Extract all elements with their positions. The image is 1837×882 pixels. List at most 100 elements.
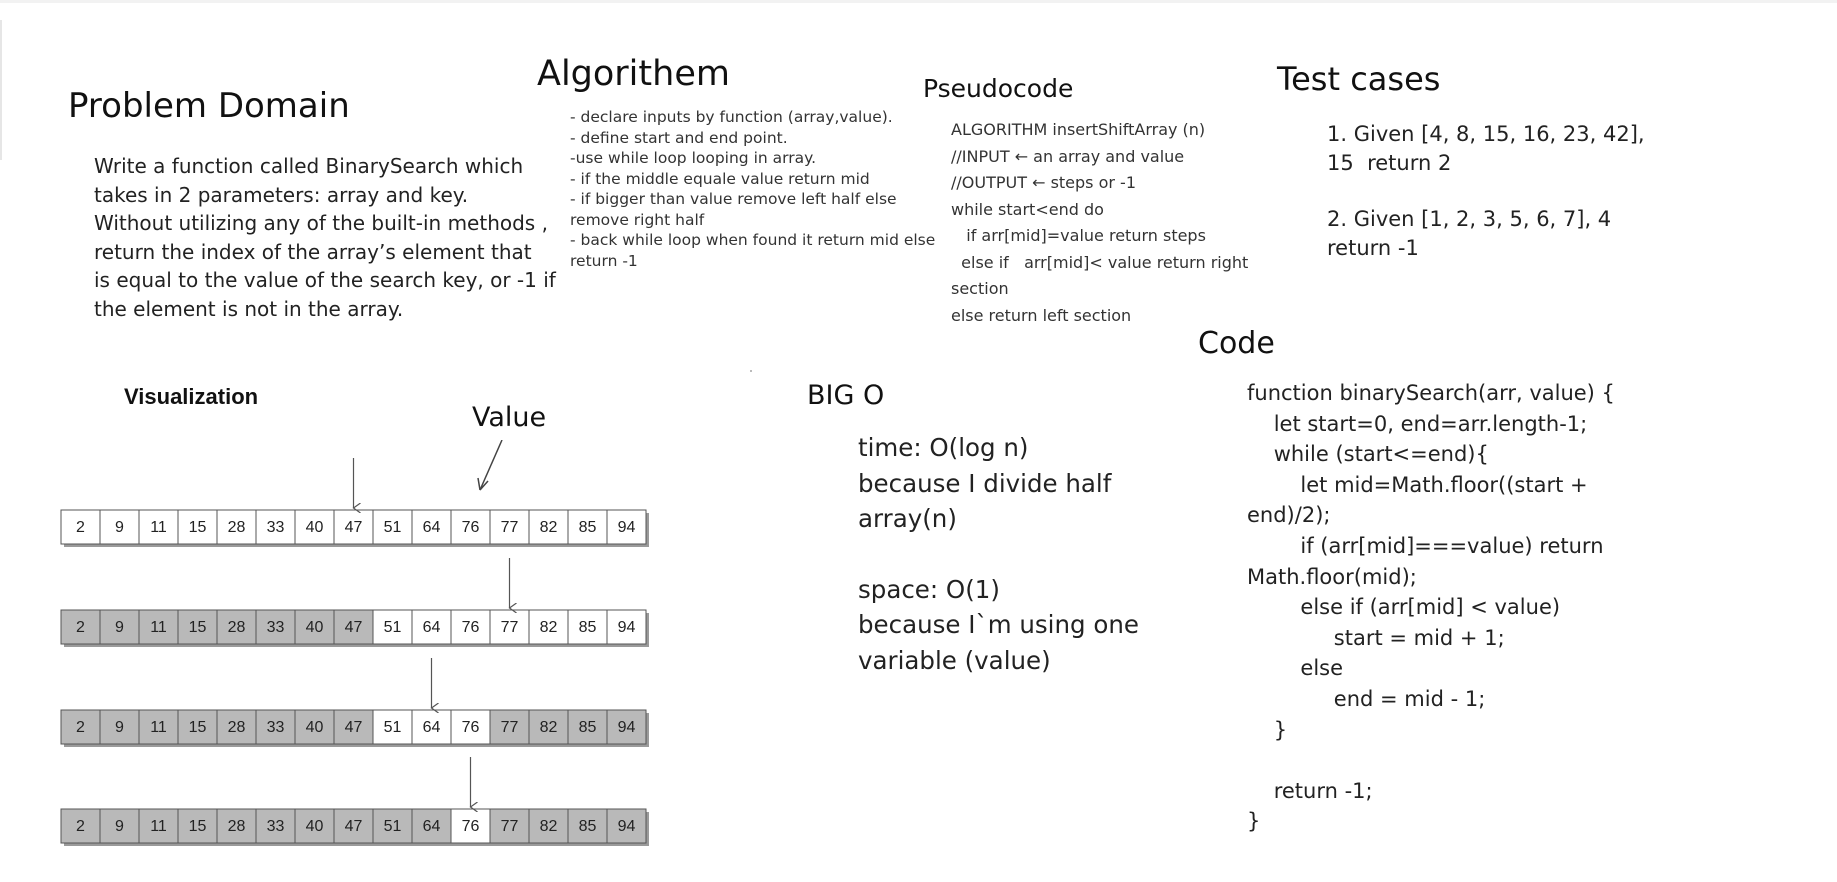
array-cell	[216, 509, 257, 545]
left-edge-mark	[0, 20, 2, 160]
array-cell-value: 9	[115, 519, 124, 536]
array-cell-value: 77	[501, 519, 519, 536]
array-cell-value: 82	[540, 719, 558, 736]
code-line: end)/2);	[1247, 503, 1331, 528]
array-cell-value: 51	[384, 818, 402, 835]
algorithm-line: - declare inputs by function (array,valu…	[570, 108, 893, 126]
problem-domain-line: takes in 2 parameters: array and key.	[94, 182, 469, 207]
code-line	[1247, 745, 1615, 776]
array-cell	[372, 609, 413, 645]
value-pointer-head	[477, 477, 489, 491]
array-cell-value: 85	[579, 818, 597, 835]
array-cell	[60, 709, 101, 745]
array-cell	[60, 808, 101, 844]
array-cell-value: 40	[306, 619, 324, 636]
code-line: else	[1247, 656, 1344, 681]
array-cell-value: 40	[306, 519, 324, 536]
array-cell-value: 9	[115, 719, 124, 736]
array-cell-value: 28	[228, 719, 246, 736]
array-cell-value: 15	[189, 818, 207, 835]
problem-domain-line: Write a function called BinarySearch whi…	[94, 154, 524, 178]
array-cell	[138, 709, 179, 745]
big-o-line: array(n)	[858, 504, 957, 533]
array-cell-value: 77	[501, 719, 519, 736]
array-cell	[372, 808, 413, 844]
array-cell-value: 47	[345, 619, 363, 636]
problem-domain-text: Write a function called BinarySearch whi…	[94, 152, 556, 323]
array-cell-value: 64	[423, 519, 441, 536]
problem-domain-title: Problem Domain	[68, 86, 350, 126]
array-cell-value: 51	[384, 719, 402, 736]
array-cell	[411, 609, 452, 645]
array-cell-value: 33	[267, 519, 285, 536]
algorithm-line: -use while loop looping in array.	[570, 149, 816, 167]
array-cell	[255, 509, 296, 545]
array-cell-value: 9	[115, 619, 124, 636]
array-cell	[138, 609, 179, 645]
array-cell	[255, 808, 296, 844]
array-cell-value: 15	[189, 619, 207, 636]
array-cell-value: 85	[579, 519, 597, 536]
code-line: let mid=Math.floor((start +	[1247, 472, 1588, 497]
array-cell-value: 64	[423, 719, 441, 736]
code-line: start = mid + 1;	[1247, 625, 1505, 650]
array-cell	[216, 808, 257, 844]
array-cell-value: 28	[228, 818, 246, 835]
array-cell	[177, 709, 218, 745]
stray-dot	[750, 370, 752, 372]
array-cell-value: 40	[306, 818, 324, 835]
pseudocode-line: ALGORITHM insertShiftArray (n)	[951, 120, 1206, 139]
big-o-title: BIG O	[807, 380, 885, 411]
algorithm-line: return -1	[570, 251, 638, 270]
test-cases-title: Test cases	[1277, 60, 1441, 98]
array-cell-value: 2	[76, 619, 85, 636]
array-cell-value: 2	[76, 519, 85, 536]
array-cell-value: 11	[150, 818, 167, 835]
array-cell	[333, 709, 374, 745]
array-cell-value: 77	[501, 818, 519, 835]
array-cell-value: 82	[540, 619, 558, 636]
array-cell	[528, 609, 569, 645]
array-cell	[567, 509, 608, 545]
test-case-line: return -1	[1327, 235, 1419, 260]
array-cell-value: 47	[345, 519, 363, 536]
array-cell	[216, 609, 257, 645]
big-o-line: because I divide half	[858, 468, 1112, 498]
array-cell-value: 47	[345, 818, 363, 835]
array-cell-value: 82	[540, 519, 558, 536]
array-cell	[333, 808, 374, 844]
test-case-line: 1. Given [4, 8, 15, 16, 23, 42],	[1327, 122, 1645, 146]
code-line: end = mid - 1;	[1247, 686, 1486, 711]
array-cell	[177, 609, 218, 645]
test-cases-text: 1. Given [4, 8, 15, 16, 23, 42], 15 retu…	[1327, 120, 1645, 262]
array-cell	[489, 509, 530, 545]
array-cell	[294, 509, 335, 545]
array-cell	[411, 509, 452, 545]
pseudocode-line: while start<end do	[951, 199, 1104, 219]
array-cell-value: 33	[267, 619, 285, 636]
algorithm-text: - declare inputs by function (array,valu…	[570, 107, 935, 271]
array-cell	[606, 709, 647, 745]
array-cell-value: 77	[501, 619, 519, 636]
array-cell	[567, 609, 608, 645]
array-cell-value: 2	[76, 818, 85, 835]
array-cell-value: 51	[384, 519, 402, 536]
array-cell	[606, 609, 647, 645]
problem-domain-line: is equal to the value of the search key,…	[94, 268, 556, 292]
pseudocode-title: Pseudocode	[923, 74, 1074, 103]
code-line: let start=0, end=arr.length-1;	[1247, 411, 1588, 436]
code-line: if (arr[mid]===value) return	[1247, 533, 1604, 558]
big-o-line: time: O(log n)	[858, 433, 1029, 462]
array-cell	[450, 709, 491, 745]
test-case-line: 2. Given [1, 2, 3, 5, 6, 7], 4	[1327, 207, 1612, 231]
pseudocode-text: ALGORITHM insertShiftArray (n) //INPUT ←…	[951, 117, 1248, 329]
pseudocode-line: else if arr[mid]< value return right	[951, 252, 1249, 272]
array-cell-value: 51	[384, 619, 402, 636]
big-o-line: because I`m using one	[858, 610, 1139, 639]
pseudocode-line: if arr[mid]=value return steps	[951, 226, 1206, 245]
array-cell-value: 9	[115, 818, 124, 835]
array-cell-value: 2	[76, 719, 85, 736]
array-cell-value: 94	[618, 619, 636, 636]
